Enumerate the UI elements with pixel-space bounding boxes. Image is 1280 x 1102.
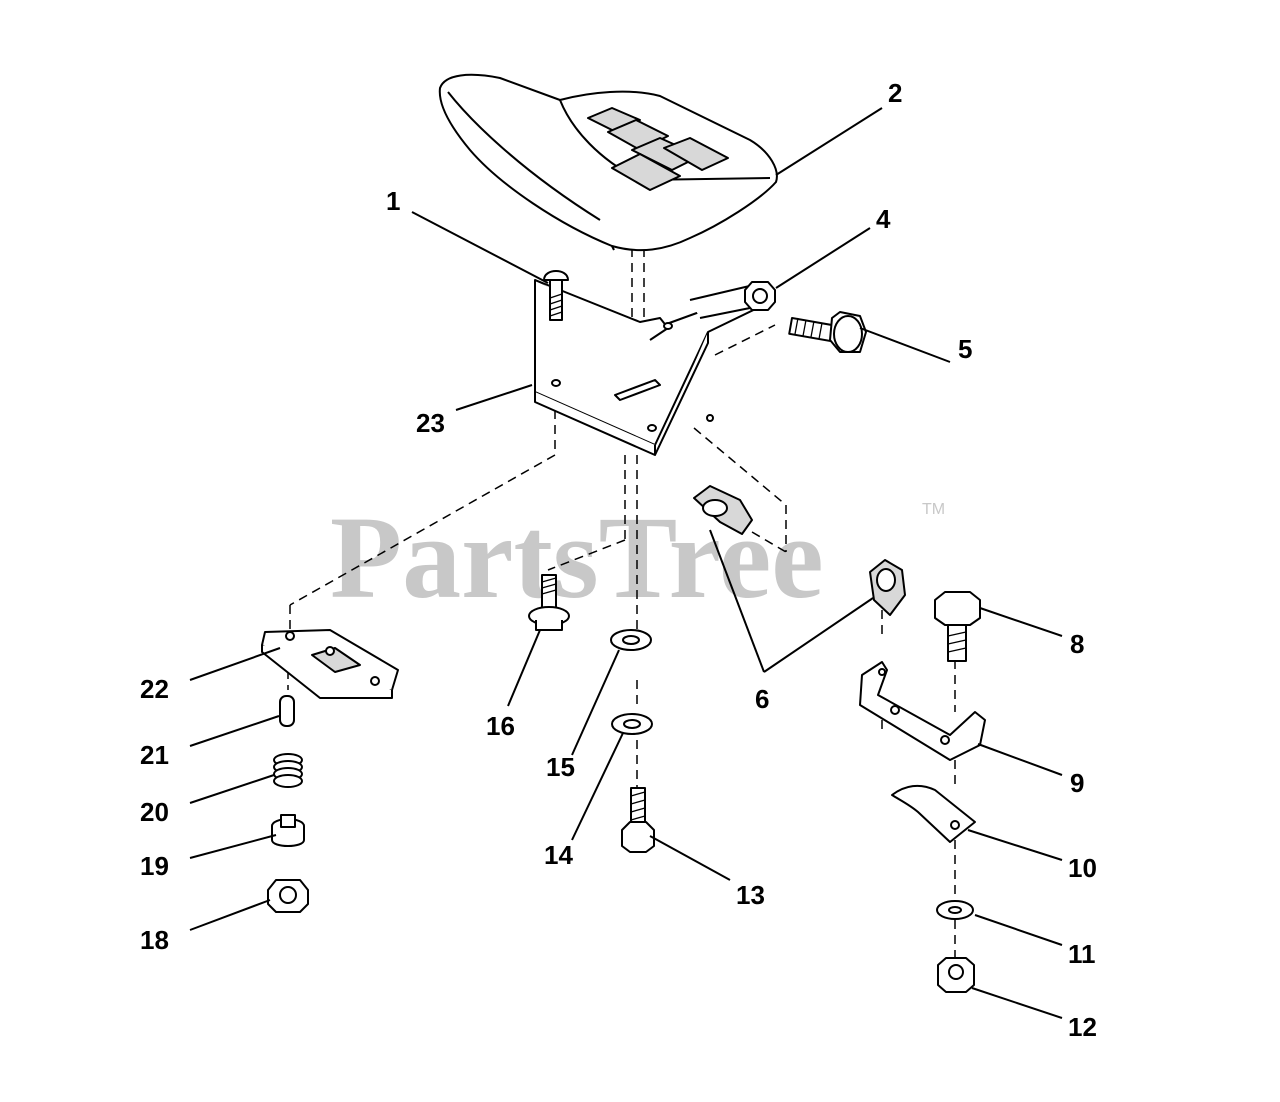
callout-11: 11 bbox=[1068, 939, 1096, 969]
slide-bracket bbox=[261, 629, 399, 699]
flange-nut bbox=[267, 879, 309, 913]
callout-13: 13 bbox=[736, 880, 765, 910]
callout-10: 10 bbox=[1068, 853, 1097, 883]
hex-nut-upper bbox=[744, 281, 776, 311]
cable-clip-right bbox=[869, 559, 906, 616]
callout-4: 4 bbox=[876, 204, 891, 234]
callout-2: 2 bbox=[888, 78, 902, 108]
callout-12: 12 bbox=[1068, 1012, 1097, 1042]
flange-screw bbox=[528, 574, 570, 631]
callout-19: 19 bbox=[140, 851, 169, 881]
angle-bracket bbox=[859, 661, 986, 761]
seat-mounting-plate bbox=[534, 279, 771, 456]
washer-15 bbox=[610, 629, 652, 651]
callout-5: 5 bbox=[958, 334, 972, 364]
spring bbox=[273, 753, 303, 788]
callout-23: 23 bbox=[416, 408, 445, 438]
callout-14: 14 bbox=[544, 840, 573, 870]
spacer bbox=[271, 814, 305, 847]
callout-9: 9 bbox=[1070, 768, 1084, 798]
callout-21: 21 bbox=[140, 740, 169, 770]
callout-6: 6 bbox=[755, 684, 769, 714]
pin bbox=[279, 695, 295, 727]
curved-plate bbox=[891, 784, 976, 843]
callout-1: 1 bbox=[386, 186, 400, 216]
carriage-bolt bbox=[543, 270, 569, 321]
callout-16: 16 bbox=[486, 711, 515, 741]
callout-20: 20 bbox=[140, 797, 169, 827]
callout-22: 22 bbox=[140, 674, 169, 704]
washer-11 bbox=[936, 900, 974, 920]
callout-labels: 1 2 4 5 6 8 9 10 11 12 13 14 15 16 18 19… bbox=[140, 78, 1097, 1042]
lock-nut bbox=[937, 957, 975, 993]
watermark-text: PartsTree bbox=[330, 492, 824, 623]
callout-8: 8 bbox=[1070, 629, 1084, 659]
hex-bolt-8 bbox=[934, 591, 981, 662]
callout-15: 15 bbox=[546, 752, 575, 782]
hex-bolt-13 bbox=[621, 787, 655, 853]
seat bbox=[438, 73, 778, 252]
shoulder-bolt bbox=[788, 311, 867, 353]
callout-18: 18 bbox=[140, 925, 169, 955]
leader-lines bbox=[189, 107, 1063, 1019]
watermark-trademark: TM bbox=[922, 501, 945, 518]
cable-clip-left bbox=[693, 485, 753, 535]
washer-14 bbox=[611, 713, 653, 735]
